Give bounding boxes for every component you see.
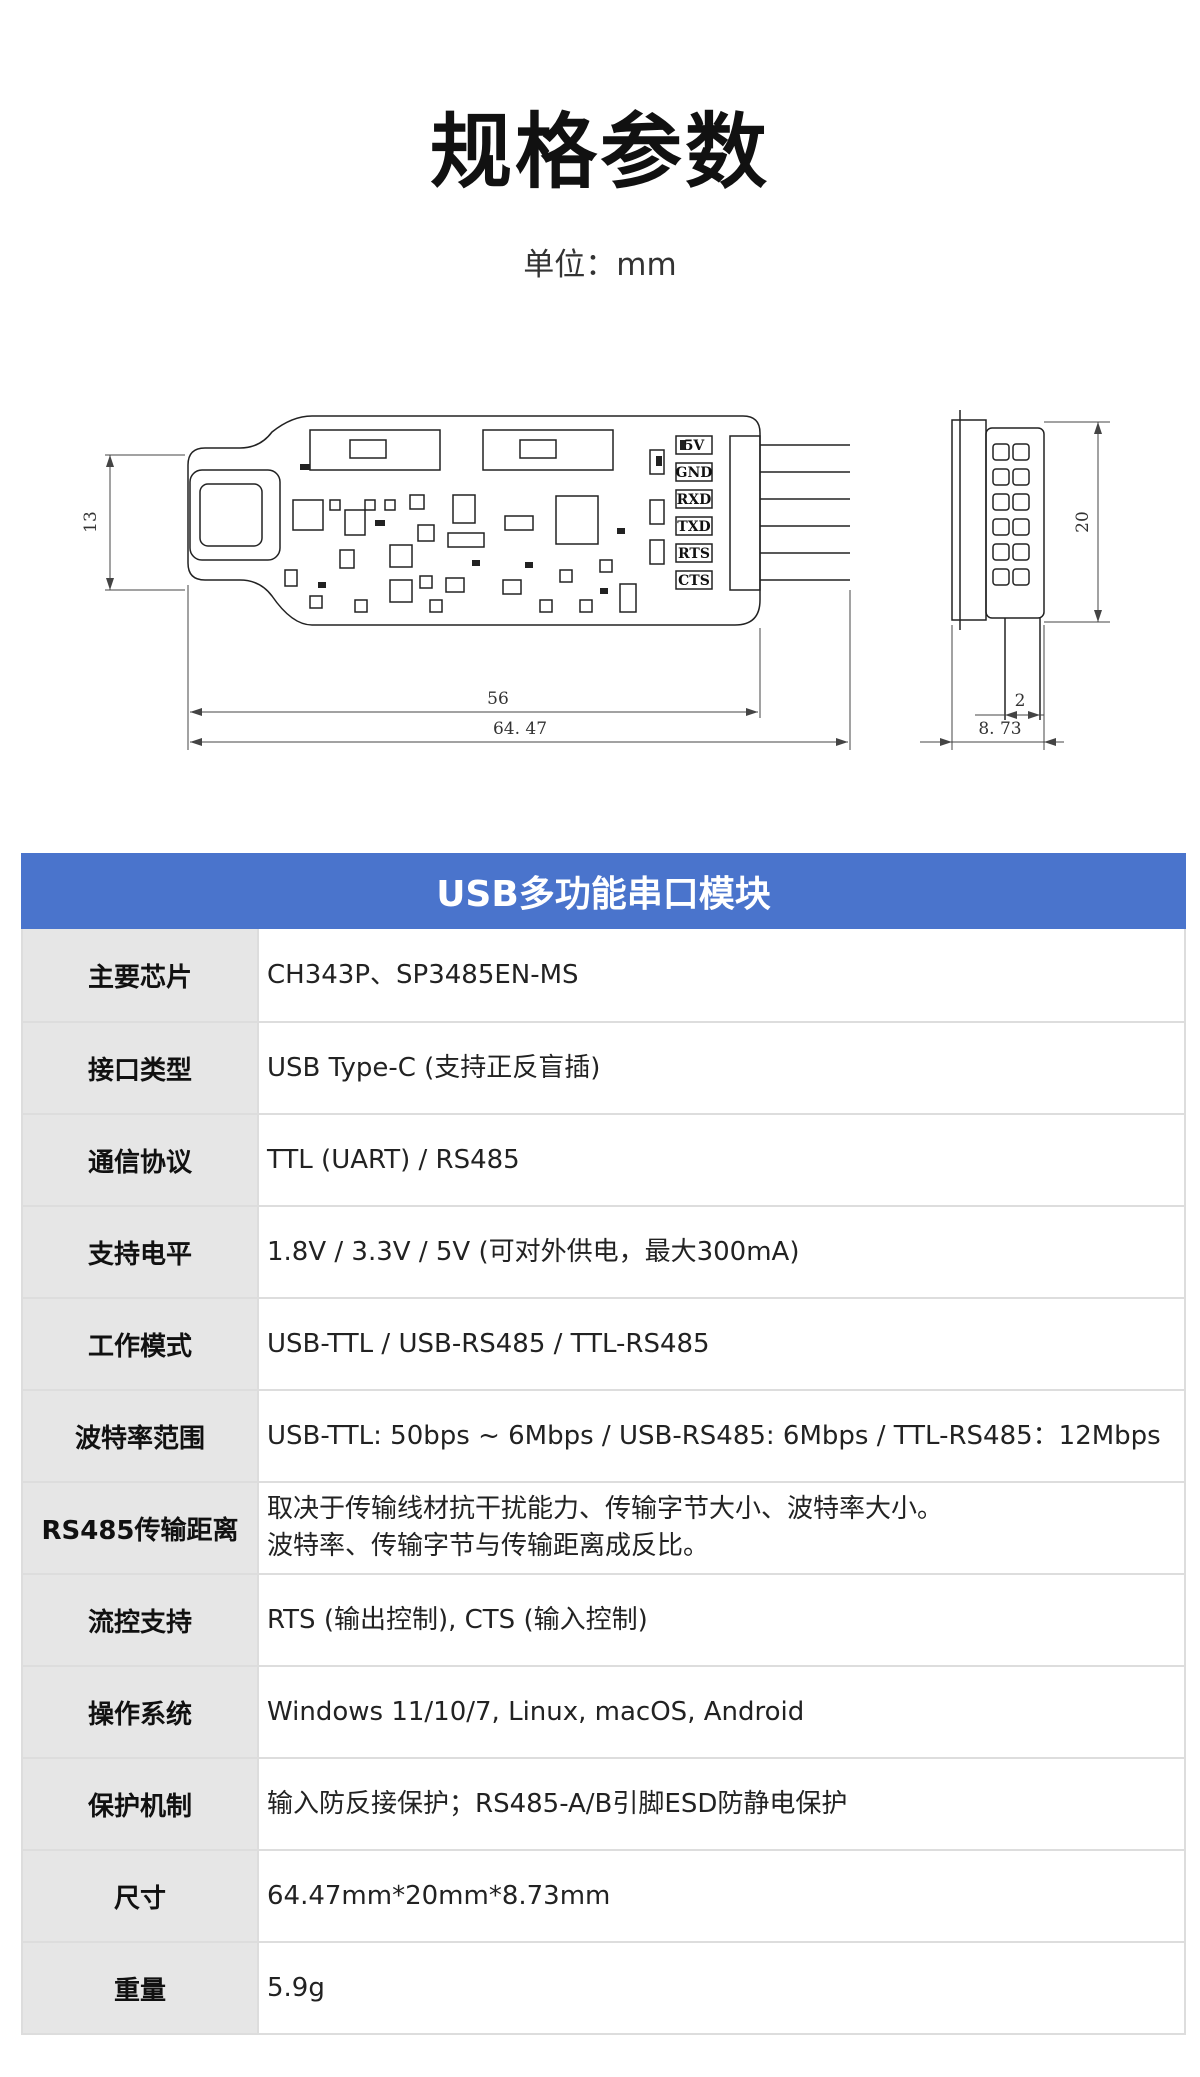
row-value: TTL (UART) / RS485	[257, 1115, 1184, 1205]
row-value: Windows 11/10/7, Linux, macOS, Android	[257, 1667, 1184, 1757]
row-value: USB Type-C (支持正反盲插)	[257, 1023, 1184, 1113]
row-value-line: 1.8V / 3.3V / 5V (可对外供电，最大300mA)	[267, 1236, 800, 1267]
dimension-drawing-svg: 5V GND RXD TXD RTS CTS	[81, 410, 1110, 750]
dim-length-total: 64. 47	[493, 719, 547, 739]
table-row: RS485传输距离取决于传输线材抗干扰能力、传输字节大小、波特率大小。波特率、传…	[23, 1483, 1184, 1575]
dimension-drawing: 5V GND RXD TXD RTS CTS	[0, 400, 1200, 760]
row-label: 接口类型	[23, 1023, 257, 1113]
row-value-line: CH343P、SP3485EN-MS	[267, 959, 579, 990]
table-row: 工作模式 USB-TTL / USB-RS485 / TTL-RS485	[23, 1299, 1184, 1391]
table-row: 通信协议 TTL (UART) / RS485	[23, 1115, 1184, 1207]
row-label: 工作模式	[23, 1299, 257, 1389]
row-value-line: TTL (UART) / RS485	[267, 1144, 520, 1175]
pin-label-gnd: GND	[676, 465, 713, 481]
table-row: 主要芯片 CH343P、SP3485EN-MS	[23, 929, 1184, 1023]
row-value-line: 波特率、传输字节与传输距离成反比。	[267, 1531, 710, 1561]
row-value-line: RTS (输出控制), CTS (输入控制)	[267, 1604, 648, 1635]
row-value: 64.47mm*20mm*8.73mm	[257, 1851, 1184, 1941]
row-value-line: Windows 11/10/7, Linux, macOS, Android	[267, 1696, 805, 1727]
dim-side-height: 20	[1073, 511, 1093, 533]
row-label: 通信协议	[23, 1115, 257, 1205]
table-row: 流控支持 RTS (输出控制), CTS (输入控制)	[23, 1575, 1184, 1667]
table-body: 主要芯片 CH343P、SP3485EN-MS 接口类型 USB Type-C (支持…	[21, 929, 1186, 2035]
pin-label-5v: 5V	[684, 438, 706, 454]
row-value: 取决于传输线材抗干扰能力、传输字节大小、波特率大小。波特率、传输字节与传输距离成…	[257, 1483, 1184, 1573]
row-label: 波特率范围	[23, 1391, 257, 1481]
table-row: 支持电平 1.8V / 3.3V / 5V (可对外供电，最大300mA)	[23, 1207, 1184, 1299]
slide-switch-1	[309, 429, 441, 471]
row-value: 5.9g	[257, 1943, 1184, 2033]
row-value: USB-TTL: 50bps ~ 6Mbps / USB-RS485: 6Mbp…	[257, 1391, 1184, 1481]
row-value-line: 64.47mm*20mm*8.73mm	[267, 1880, 611, 1911]
usb-c-connector	[189, 469, 281, 561]
table-header: USB多功能串口模块	[21, 853, 1186, 929]
dim-height-pcb: 13	[81, 511, 101, 533]
unit-label: 单位：mm	[523, 247, 677, 283]
pin-label-cts: CTS	[678, 573, 710, 589]
pcb-outline	[187, 415, 761, 626]
row-value-line: 5.9g	[267, 1972, 325, 2003]
table-row: 尺寸 64.47mm*20mm*8.73mm	[23, 1851, 1184, 1943]
row-label: 保护机制	[23, 1759, 257, 1849]
row-label: 流控支持	[23, 1575, 257, 1665]
pin-label-rxd: RXD	[677, 492, 712, 508]
table-row: 操作系统 Windows 11/10/7, Linux, macOS, Andro…	[23, 1667, 1184, 1759]
side-view	[951, 410, 1045, 720]
row-label: 尺寸	[23, 1851, 257, 1941]
slide-switch-2	[482, 429, 614, 471]
table-row: 保护机制输入防反接保护；RS485-A/B引脚ESD防静电保护	[23, 1759, 1184, 1851]
spec-table: USB多功能串口模块 主要芯片 CH343P、SP3485EN-MS 接口类型 USB…	[21, 853, 1186, 2035]
row-value-line: USB-TTL: 50bps ~ 6Mbps / USB-RS485: 6Mbp…	[267, 1420, 1161, 1451]
pin-label-txd: TXD	[677, 519, 710, 535]
row-label: 主要芯片	[23, 929, 257, 1021]
row-value: CH343P、SP3485EN-MS	[257, 929, 1184, 1021]
row-value-line: 输入防反接保护；RS485-A/B引脚ESD防静电保护	[267, 1788, 848, 1819]
chip-qfn	[292, 499, 324, 531]
dim-side-width: 8. 73	[978, 719, 1021, 739]
table-row: 重量 5.9g	[23, 1943, 1184, 2035]
row-value: 1.8V / 3.3V / 5V (可对外供电，最大300mA)	[257, 1207, 1184, 1297]
page-title: 规格参数	[429, 105, 770, 200]
row-label: RS485传输距离	[23, 1483, 257, 1573]
row-value: 输入防反接保护；RS485-A/B引脚ESD防静电保护	[257, 1759, 1184, 1849]
row-value-line: USB-TTL / USB-RS485 / TTL-RS485	[267, 1328, 710, 1359]
row-label: 重量	[23, 1943, 257, 2033]
table-row: 接口类型 USB Type-C (支持正反盲插)	[23, 1023, 1184, 1115]
pin-label-rts: RTS	[678, 546, 710, 562]
row-value-line: 取决于传输线材抗干扰能力、传输字节大小、波特率大小。	[267, 1494, 944, 1524]
row-value: RTS (输出控制), CTS (输入控制)	[257, 1575, 1184, 1665]
dim-pin-pitch: 2	[1015, 691, 1026, 711]
chip-main	[555, 495, 599, 545]
dim-length-pcb: 56	[487, 689, 509, 709]
row-label: 支持电平	[23, 1207, 257, 1297]
table-row: 波特率范围 USB-TTL: 50bps ~ 6Mbps / USB-RS485:…	[23, 1391, 1184, 1483]
row-value: USB-TTL / USB-RS485 / TTL-RS485	[257, 1299, 1184, 1389]
row-label: 操作系统	[23, 1667, 257, 1757]
row-value-line: USB Type-C (支持正反盲插)	[267, 1052, 601, 1083]
